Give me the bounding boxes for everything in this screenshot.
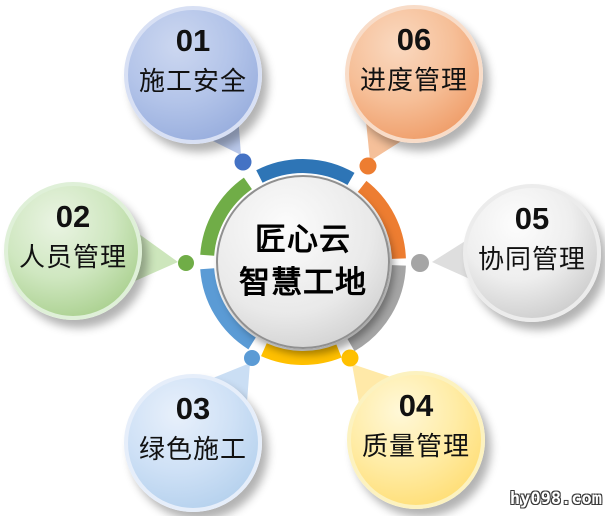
dot-bubble-05	[411, 254, 429, 272]
bubble-03-number: 03	[175, 391, 211, 426]
tail-bubble-02	[135, 234, 178, 281]
bubble-02-personnel-management: 02 人员管理	[4, 182, 142, 320]
bubble-03-green-construction: 03 绿色施工	[124, 374, 262, 512]
bubble-03-label: 绿色施工	[138, 434, 247, 465]
bubble-04-label: 质量管理	[361, 431, 470, 462]
bubble-02-label: 人员管理	[18, 242, 127, 273]
ring-segment-05	[347, 264, 406, 352]
bubble-06-schedule-management: 06 进度管理	[345, 5, 483, 143]
hub-ring	[200, 159, 406, 365]
bubble-05-number: 05	[514, 201, 550, 236]
dot-bubble-03	[244, 350, 260, 366]
connector-tails	[135, 115, 472, 403]
dot-bubble-06	[359, 157, 377, 175]
bubble-01-construction-safety: 01 施工安全	[124, 6, 262, 144]
bubble-06-label: 进度管理	[359, 65, 468, 96]
hub-title-line1: 匠心云	[255, 222, 351, 258]
tail-bubble-05	[432, 238, 472, 280]
bubble-01-number: 01	[175, 23, 211, 58]
bubble-01-label: 施工安全	[138, 66, 247, 97]
ring-segment-03	[200, 268, 256, 350]
dot-bubble-02	[178, 255, 194, 271]
bubble-02-number: 02	[55, 199, 91, 234]
bubble-05-collaborative-management: 05 协同管理	[463, 184, 601, 322]
bubble-06-number: 06	[396, 22, 432, 57]
bubble-04-number: 04	[398, 388, 434, 423]
connector-dots	[178, 153, 429, 367]
dot-bubble-01	[234, 153, 252, 171]
dot-bubble-04	[341, 349, 359, 367]
ring-segment-01	[256, 159, 355, 186]
tail-bubble-04	[352, 364, 391, 403]
ring-segment-04	[261, 343, 342, 365]
ring-segment-06	[357, 180, 406, 260]
hub-title-line2: 智慧工地	[239, 265, 367, 300]
ring-segment-02	[200, 177, 253, 256]
watermark: hy098.com	[509, 489, 602, 509]
hub-circle: 匠心云 智慧工地	[216, 175, 390, 349]
bubble-05-label: 协同管理	[477, 244, 586, 275]
bubble-04-quality-management: 04 质量管理	[347, 371, 485, 509]
